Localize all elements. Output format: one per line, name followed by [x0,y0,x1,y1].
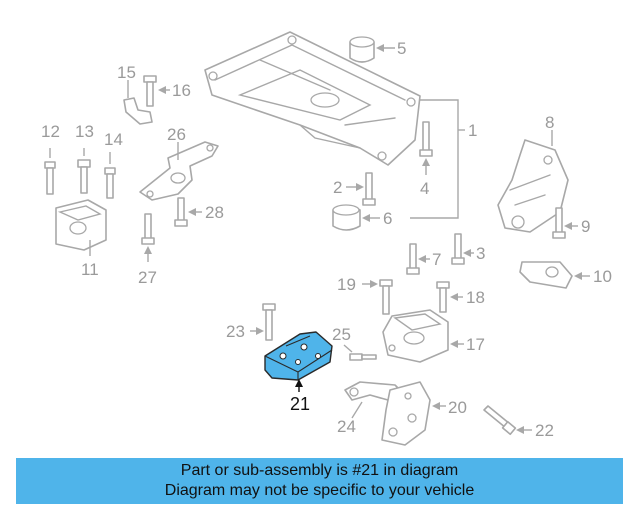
callout-5: 5 [397,39,406,58]
bolt-part-19[interactable] [379,279,393,315]
bolt-part-9[interactable] [552,207,566,239]
bracket-part-15[interactable] [123,97,153,125]
callout-28: 28 [205,203,224,222]
callout-9: 9 [581,217,590,236]
bolt-part-22[interactable] [483,405,517,436]
callout-7: 7 [432,250,441,269]
callout-4: 4 [420,179,429,198]
bushing-part-5[interactable] [349,36,375,63]
bolt-part-4[interactable] [419,121,433,157]
callout-16: 16 [172,81,191,100]
banner-line-2: Diagram may not be specific to your vehi… [164,482,475,499]
mount-part-11[interactable] [55,199,107,251]
bracket-part-8[interactable] [497,139,569,233]
callout-23: 23 [226,322,245,341]
callout-6: 6 [383,209,392,228]
callout-8: 8 [545,113,554,132]
callout-25: 25 [332,325,351,344]
callout-1: 1 [468,121,477,140]
bolt-part-18[interactable] [436,281,450,313]
stud-part-25[interactable] [349,353,377,361]
callout-19: 19 [337,275,356,294]
bolt-part-23[interactable] [262,303,276,341]
callout-11: 11 [81,260,99,279]
bolt-part-7[interactable] [406,243,420,275]
callout-17: 17 [466,335,485,354]
torque-rod-part-26[interactable] [139,141,219,201]
callout-13: 13 [75,122,94,141]
mount-part-10[interactable] [519,261,573,289]
banner-line-1: Part or sub-assembly is #21 in diagram [180,462,459,479]
callout-24: 24 [337,417,356,436]
callout-10: 10 [593,267,612,286]
callout-2: 2 [333,178,342,197]
callout-3: 3 [476,244,485,263]
callout-18: 18 [466,288,485,307]
engine-mount-part-17[interactable] [382,309,449,363]
callout-20: 20 [448,398,467,417]
bolt-part-27[interactable] [141,213,155,245]
bushing-part-6[interactable] [332,204,361,231]
bolt-part-12[interactable] [44,161,56,195]
bolt-part-3[interactable] [451,233,465,265]
info-banner: Part or sub-assembly is #21 in diagram D… [16,458,623,504]
callout-15: 15 [117,63,136,82]
bolt-part-28[interactable] [174,197,188,227]
bracket-part-20[interactable] [381,381,431,446]
subframe-part[interactable] [204,31,421,166]
bolt-part-13[interactable] [77,159,91,194]
bolt-part-14[interactable] [104,167,116,199]
bolt-part-16[interactable] [143,75,157,107]
callout-27: 27 [138,268,157,287]
callout-22: 22 [535,421,554,440]
bolt-part-2[interactable] [362,172,376,206]
callout-12: 12 [41,122,60,141]
callout-21: 21 [290,394,310,414]
mount-bracket-part-21[interactable] [264,331,333,381]
parts-diagram: 1 5 6 2 4 8 9 1 [41,31,612,446]
callout-14: 14 [104,130,123,149]
callout-26: 26 [167,125,186,144]
